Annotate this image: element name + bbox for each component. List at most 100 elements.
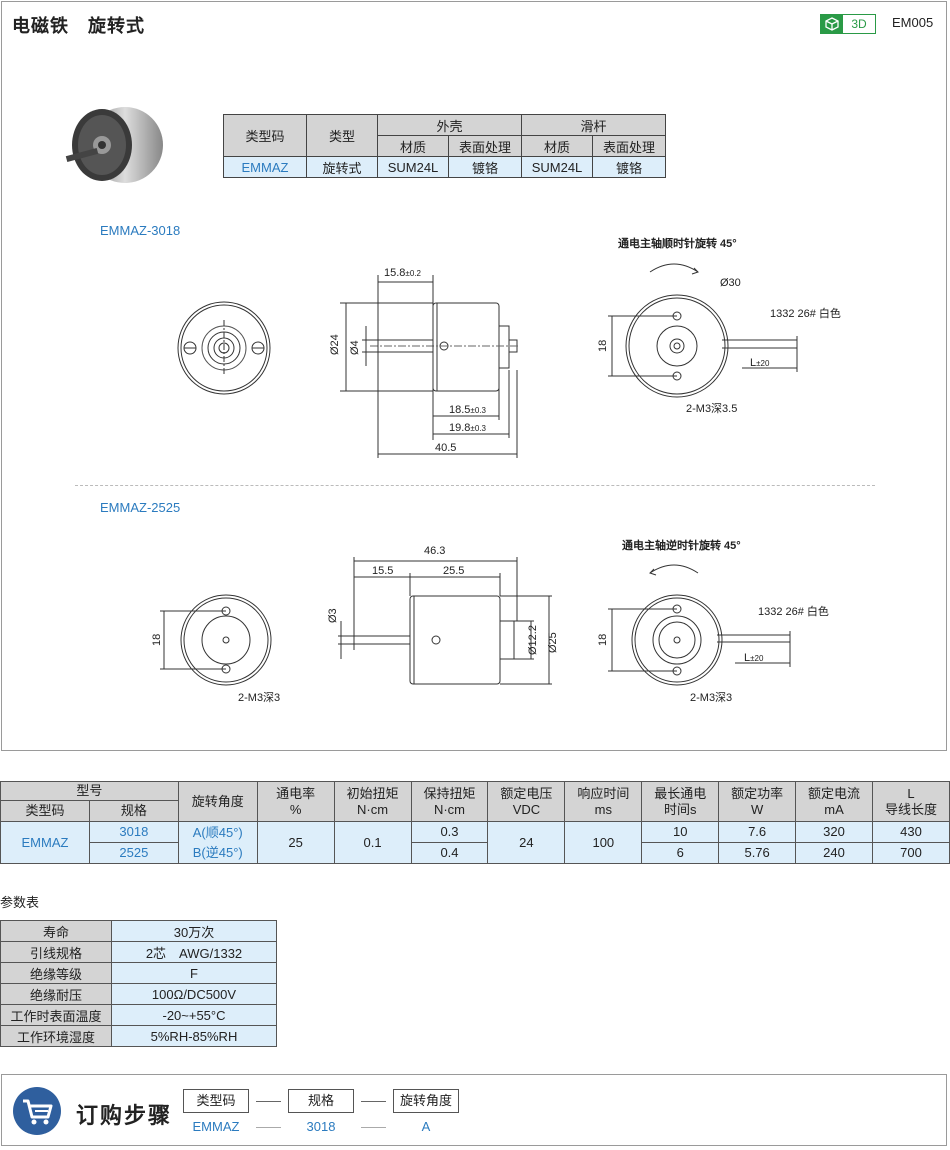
- angle-cell[interactable]: A(顺45°) B(逆45°): [177, 821, 258, 864]
- hold-torque-3018: 0.3: [410, 821, 489, 843]
- current-3018: 320: [795, 821, 873, 843]
- order-steps-frame: [1, 1074, 947, 1146]
- shell-header: 外壳: [377, 114, 522, 136]
- dim-25: Ø25: [547, 632, 559, 653]
- dim-19-8: 19.8: [449, 422, 470, 434]
- slider-material-header: 材质: [521, 135, 593, 157]
- order-connector: [361, 1127, 386, 1128]
- spec-3018[interactable]: 3018: [88, 821, 179, 843]
- dim-46-3: 46.3: [424, 545, 445, 557]
- section-divider: [75, 485, 875, 486]
- 3d-button[interactable]: 3D: [820, 14, 876, 34]
- power-3018: 7.6: [718, 821, 797, 843]
- lead-l-tol-3018: ±20: [756, 359, 770, 368]
- order-step-spec[interactable]: 规格: [288, 1089, 354, 1113]
- front-view-3018: [177, 301, 271, 395]
- type-code-header: 类型码: [223, 114, 307, 157]
- angle-a[interactable]: A(顺45°): [192, 824, 243, 840]
- max-time-3018: 10: [641, 821, 720, 843]
- duty-header: 通电率%: [256, 781, 335, 822]
- dim-tol-02: ±0.2: [405, 269, 421, 278]
- cart-icon: [13, 1087, 61, 1135]
- order-value-angle: A: [421, 1119, 431, 1134]
- dim-12-2: Ø12.2: [527, 625, 539, 655]
- front-view-2525: [160, 594, 272, 686]
- spec-type-code[interactable]: EMMAZ: [0, 821, 90, 864]
- power-2525: 5.76: [718, 842, 797, 864]
- dim-25-5: 25.5: [443, 565, 464, 577]
- cube-icon: [821, 15, 843, 33]
- angle-header: 旋转角度: [177, 781, 258, 822]
- hold-torque-2525: 0.4: [410, 842, 489, 864]
- dim-18-2525-rear: 18: [597, 634, 609, 646]
- order-connector: [256, 1101, 281, 1102]
- order-value-type-code: EMMAZ: [192, 1119, 240, 1134]
- product-frame: [1, 1, 947, 751]
- param-key: 工作环境湿度: [0, 1025, 112, 1047]
- slider-material-cell: SUM24L: [521, 156, 593, 178]
- spec-subheader: 规格: [88, 800, 179, 822]
- response-cell: 100: [564, 821, 643, 864]
- svg-text:L±20: L±20: [744, 652, 764, 664]
- dim-15-5: 15.5: [372, 565, 393, 577]
- order-step-type-code[interactable]: 类型码: [183, 1089, 249, 1113]
- side-view-3018: [340, 275, 520, 458]
- param-value: F: [111, 962, 277, 984]
- lead-l-2525: L: [744, 652, 750, 664]
- param-value: -20~+55°C: [111, 1004, 277, 1026]
- model-header: 型号: [0, 781, 179, 801]
- order-connector: [361, 1101, 386, 1102]
- lead-l-3018: L: [750, 357, 756, 369]
- angle-b[interactable]: B(逆45°): [192, 844, 243, 860]
- dim-tol-03-b: ±0.3: [470, 424, 486, 433]
- product-photo: [65, 107, 163, 183]
- order-connector: [256, 1127, 281, 1128]
- max-time-header: 最长通电时间s: [641, 781, 720, 822]
- section-label-2525: EMMAZ-2525: [100, 500, 181, 515]
- type-code-cell[interactable]: EMMAZ: [223, 156, 307, 178]
- type-table: 类型码 类型 外壳 滑杆 材质 表面处理 材质 表面处理 EMMAZ 旋转式 S…: [223, 114, 666, 178]
- slider-header: 滑杆: [521, 114, 666, 136]
- order-value-spec: 3018: [306, 1119, 336, 1134]
- order-step-angle[interactable]: 旋转角度: [393, 1089, 459, 1113]
- dim-30: Ø30: [720, 277, 741, 289]
- dim-18-5: 18.5: [449, 404, 470, 416]
- param-value: 5%RH-85%RH: [111, 1025, 277, 1047]
- order-title: 订购步骤: [76, 1103, 173, 1128]
- drawing-2525: 46.3 15.5 25.5 Ø3 Ø12.2 Ø25 18 2-M3深3 通电…: [151, 538, 829, 704]
- current-2525: 240: [795, 842, 873, 864]
- lead-2525: 700: [871, 842, 950, 864]
- max-time-2525: 6: [641, 842, 720, 864]
- param-key: 绝缘等级: [0, 962, 112, 984]
- wire-label-3018: 1332 26# 白色: [770, 306, 841, 320]
- voltage-cell: 24: [487, 821, 566, 864]
- 3d-label: 3D: [851, 17, 867, 31]
- param-key: 工作时表面温度: [0, 1004, 112, 1026]
- param-value: 2芯 AWG/1332: [111, 941, 277, 963]
- dim-18-3018: 18: [597, 340, 609, 352]
- param-value: 30万次: [111, 920, 277, 942]
- svg-text:18.5±0.3: 18.5±0.3: [449, 404, 486, 416]
- param-key: 寿命: [0, 920, 112, 942]
- dim-4: Ø4: [349, 340, 361, 355]
- rotation-note-2525: 通电主轴逆时针旋转 45°: [622, 538, 741, 552]
- type-cell: 旋转式: [306, 156, 378, 178]
- svg-text:19.8±0.3: 19.8±0.3: [449, 422, 486, 434]
- holes-2525-rear: 2-M3深3: [690, 691, 732, 704]
- drawing-3018: 15.8±0.2 Ø24 Ø4 18.5±0.3 19.8±0.3 40.5 通…: [177, 236, 841, 458]
- rear-view-3018: [608, 263, 798, 398]
- lead-l-tol-2525: ±20: [750, 654, 764, 663]
- param-key: 绝缘耐压: [0, 983, 112, 1005]
- param-key: 引线规格: [0, 941, 112, 963]
- rotation-note-3018: 通电主轴顺时针旋转 45°: [618, 236, 737, 250]
- svg-text:L±20: L±20: [750, 357, 770, 369]
- duty-cell: 25: [256, 821, 335, 864]
- spec-2525[interactable]: 2525: [88, 842, 179, 864]
- shell-surface-cell: 镀铬: [448, 156, 522, 178]
- dim-tol-03-a: ±0.3: [470, 406, 486, 415]
